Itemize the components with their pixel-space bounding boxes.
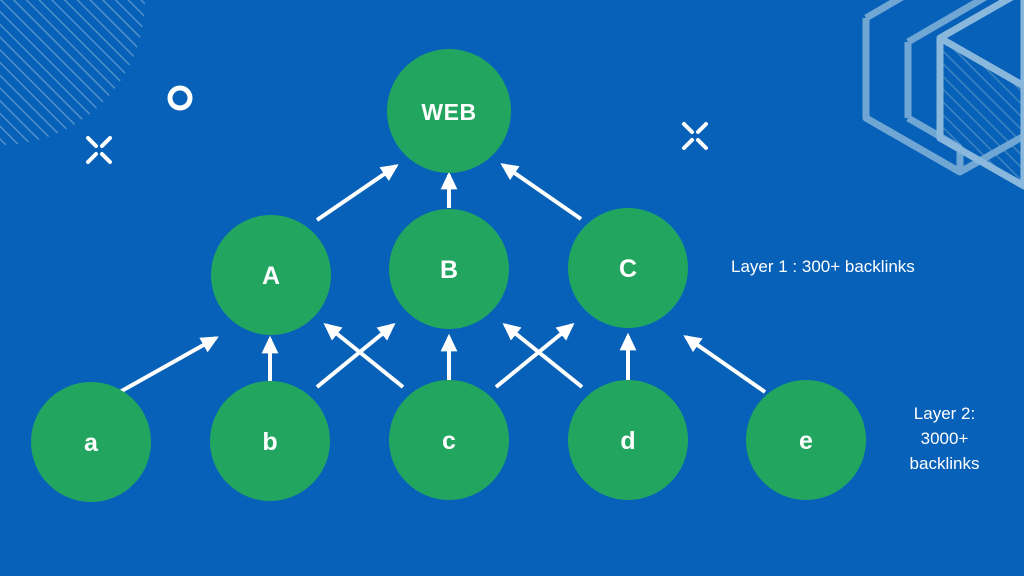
- node-circle-B[interactable]: [389, 209, 509, 329]
- node-circle-e[interactable]: [746, 380, 866, 500]
- node-circle-web[interactable]: [387, 49, 511, 173]
- node-circle-a[interactable]: [31, 382, 151, 502]
- arrow-C-to-web: [500, 163, 583, 221]
- node-c[interactable]: c: [389, 380, 509, 500]
- node-web[interactable]: WEB: [387, 49, 511, 173]
- node-a[interactable]: a: [31, 382, 151, 502]
- node-label-web: WEB: [421, 99, 476, 125]
- layer2-annotation: Layer 2: 3000+ backlinks: [909, 404, 980, 473]
- node-label-A: A: [262, 262, 280, 290]
- node-label-c: c: [442, 427, 456, 455]
- arrow-e-to-C: [683, 335, 767, 394]
- arrow-c-to-C: [494, 322, 575, 389]
- node-label-C: C: [619, 255, 637, 283]
- node-e[interactable]: e: [746, 380, 866, 500]
- node-label-e: e: [799, 427, 813, 455]
- sparkle-left-icon: [86, 136, 112, 164]
- node-circle-c[interactable]: [389, 380, 509, 500]
- node-B[interactable]: B: [389, 209, 509, 329]
- node-label-b: b: [262, 428, 277, 456]
- node-label-d: d: [620, 427, 635, 455]
- node-circle-A[interactable]: [211, 215, 331, 335]
- arrow-c-to-A: [323, 322, 405, 389]
- node-b[interactable]: b: [210, 381, 330, 501]
- node-circle-C[interactable]: [568, 208, 688, 328]
- layer1-annotation: Layer 1 : 300+ backlinks: [731, 257, 915, 276]
- isometric-cube-icon: [862, 0, 1024, 190]
- node-circle-d[interactable]: [568, 380, 688, 500]
- arrow-a-to-A: [117, 336, 219, 395]
- node-d[interactable]: d: [568, 380, 688, 500]
- node-A[interactable]: A: [211, 215, 331, 335]
- node-C[interactable]: C: [568, 208, 688, 328]
- arrow-A-to-web: [315, 164, 399, 222]
- arrow-d-to-B: [502, 322, 584, 389]
- ring-decoration: [167, 85, 193, 111]
- arrow-b-to-B: [315, 322, 396, 389]
- node-circle-b[interactable]: [210, 381, 330, 501]
- sparkle-right-icon: [682, 122, 708, 150]
- node-label-a: a: [84, 429, 99, 457]
- node-label-B: B: [440, 256, 458, 284]
